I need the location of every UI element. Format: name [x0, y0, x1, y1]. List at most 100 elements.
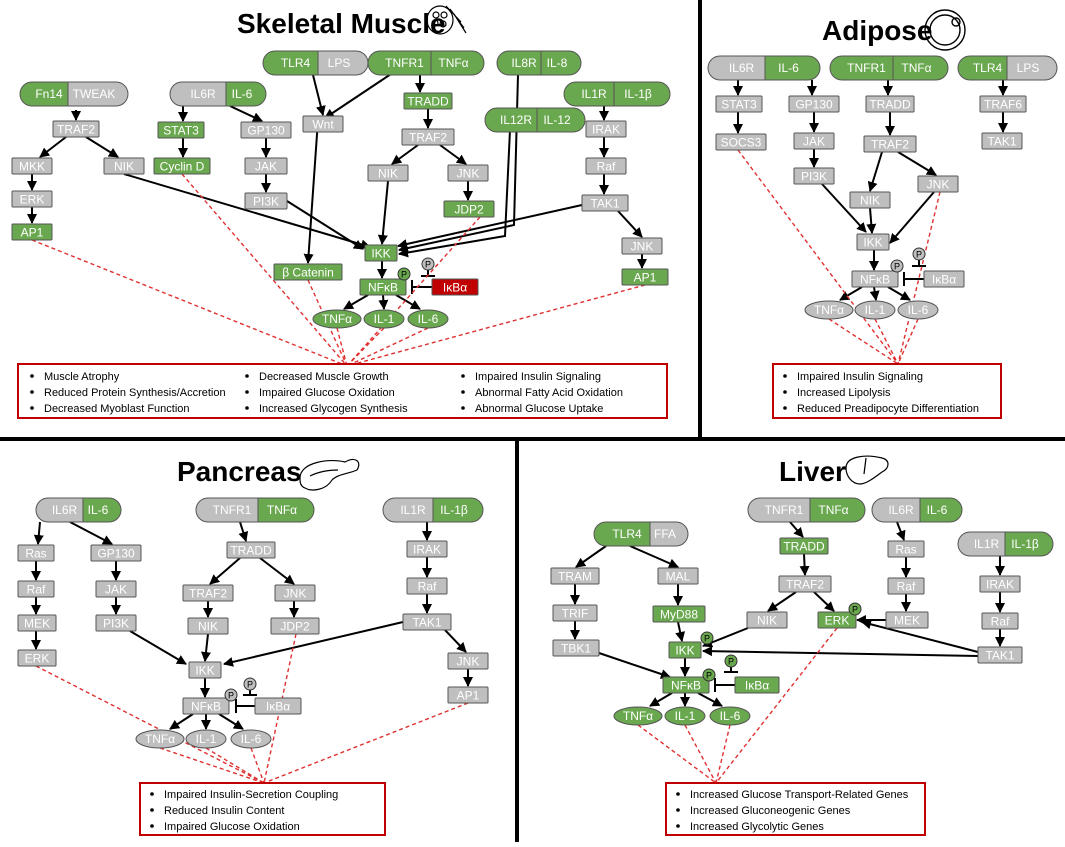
- adipose-ligand-name: TNFα: [901, 61, 931, 75]
- phosphate-icon: P: [397, 267, 411, 281]
- pancreas-node-label: Raf: [418, 580, 437, 594]
- pancreas-ligand-name: IL-6: [88, 503, 109, 517]
- skeletal-node-label: JDP2: [454, 203, 484, 217]
- bullet: [150, 792, 154, 796]
- liver-receptor-name: IL1R: [974, 537, 1000, 551]
- adipose-node-label: IκBα: [932, 273, 956, 287]
- liver-node-label: NFκB: [671, 679, 701, 693]
- effect-link: [159, 747, 265, 784]
- signal-arrow: [767, 591, 797, 612]
- phosphate-icon: P: [848, 602, 862, 616]
- effect-link: [637, 724, 717, 784]
- bullet: [461, 390, 465, 394]
- adipose-outcome-item: Reduced Preadipocyte Differentiation: [797, 403, 979, 415]
- skeletal-node-label: β Catenin: [282, 266, 334, 280]
- adipose-node-traf6: TRAF6: [979, 95, 1027, 113]
- effect-link: [346, 216, 481, 367]
- liver-node-label: Raf: [991, 615, 1010, 629]
- skeletal-title: Skeletal Muscle: [237, 8, 446, 39]
- pancreas-ligand-name: TNFα: [267, 503, 297, 517]
- bullet: [30, 406, 34, 410]
- effect-link: [263, 702, 469, 784]
- signal-arrow: [312, 74, 326, 116]
- pancreas-node-jnk2: JNK: [447, 652, 489, 670]
- liver-icon: [845, 455, 889, 485]
- signal-arrow: [343, 294, 369, 310]
- signal-arrow: [397, 204, 583, 249]
- skeletal-outcome-item: Reduced Protein Synthesis/Accretion: [44, 387, 226, 399]
- bullet: [676, 824, 680, 828]
- adipose-cytokine-tnfa: TNFα: [804, 300, 854, 320]
- signal-arrow: [69, 521, 113, 545]
- signal-arrow: [303, 119, 319, 264]
- adipose-cytokine-label: IL-1: [865, 303, 886, 317]
- signal-arrow: [702, 646, 979, 657]
- skeletal-node-erk: ERK: [11, 190, 53, 208]
- liver-node-tak1: TAK1: [977, 646, 1023, 664]
- pancreas-node-ap1: AP1: [447, 686, 489, 704]
- skeletal-outcome-item: Increased Glycogen Synthesis: [259, 403, 408, 415]
- signal-arrow: [439, 144, 467, 165]
- phosphate-icon: P: [912, 247, 926, 261]
- liver-receptor-name: TLR4: [612, 527, 642, 541]
- adipose-node-label: SOCS3: [721, 136, 762, 150]
- liver-node-trif: TRIF: [552, 604, 598, 622]
- phosphate-icon: P: [702, 668, 716, 682]
- skeletal-node-ap1a: AP1: [11, 223, 53, 241]
- bullet: [150, 824, 154, 828]
- phosphate-label: P: [894, 262, 900, 272]
- adipose-node-stat3: STAT3: [715, 95, 763, 113]
- adipose-node-label: TAK1: [987, 135, 1016, 149]
- skeletal-node-jnk2: JNK: [621, 237, 663, 255]
- signal-arrow: [617, 210, 643, 238]
- adipose-node-label: NIK: [860, 194, 880, 208]
- adipose-node-label: JAK: [803, 135, 825, 149]
- adipose-receptor-name: TNFR1: [847, 61, 886, 75]
- skeletal-outcome-box: [17, 363, 668, 419]
- effect-link: [346, 327, 385, 367]
- adipose-node-label: JNK: [927, 178, 950, 192]
- liver-outcome-item: Increased Glycolytic Genes: [690, 821, 824, 833]
- bullet: [783, 406, 787, 410]
- adipocyte-icon: [924, 9, 966, 51]
- skeletal-receptor-name: IL1R: [581, 87, 607, 101]
- signal-arrow: [897, 151, 937, 176]
- phosphate-label: P: [852, 605, 858, 615]
- liver-node-raf1: Raf: [887, 577, 925, 595]
- signal-arrow: [629, 545, 679, 568]
- skeletal-node-bcat: β Catenin: [273, 263, 343, 281]
- liver-node-label: MAL: [666, 570, 691, 584]
- pancreas-node-irak: IRAK: [406, 540, 448, 558]
- pancreas-node-raf1: Raf: [17, 580, 55, 598]
- pancreas-node-label: Raf: [27, 583, 46, 597]
- skeletal-cytokine-tnfa: TNFα: [312, 309, 362, 329]
- liver-node-raf2: Raf: [981, 612, 1019, 630]
- effect-link: [897, 191, 941, 365]
- effect-link: [828, 318, 899, 365]
- pancreas-node-ikba: IκBα: [254, 697, 302, 715]
- pancreas-node-label: IRAK: [413, 543, 441, 557]
- skeletal-node-cyclind: Cyclin D: [153, 157, 211, 175]
- phosphate-label: P: [401, 270, 407, 280]
- pancreas-node-label: AP1: [457, 689, 480, 703]
- signal-arrow: [444, 629, 467, 653]
- adipose-node-label: NFκB: [860, 273, 890, 287]
- phosphate-label: P: [228, 691, 234, 701]
- pancreas-node-erk: ERK: [17, 649, 57, 667]
- liver-node-label: MyD88: [660, 608, 698, 622]
- skeletal-node-tak1: TAK1: [581, 194, 629, 212]
- skeletal-node-label: TRADD: [407, 95, 449, 109]
- pancreas-node-nik: NIK: [187, 617, 229, 635]
- pancreas-node-jak: JAK: [95, 580, 137, 598]
- phosphate-icon: P: [700, 631, 714, 645]
- skeletal-node-label: IκBα: [443, 281, 467, 295]
- adipose-cytokine-label: TNFα: [814, 303, 844, 317]
- skeletal-node-stat3: STAT3: [157, 121, 205, 139]
- phosphate-icon: P: [243, 677, 257, 691]
